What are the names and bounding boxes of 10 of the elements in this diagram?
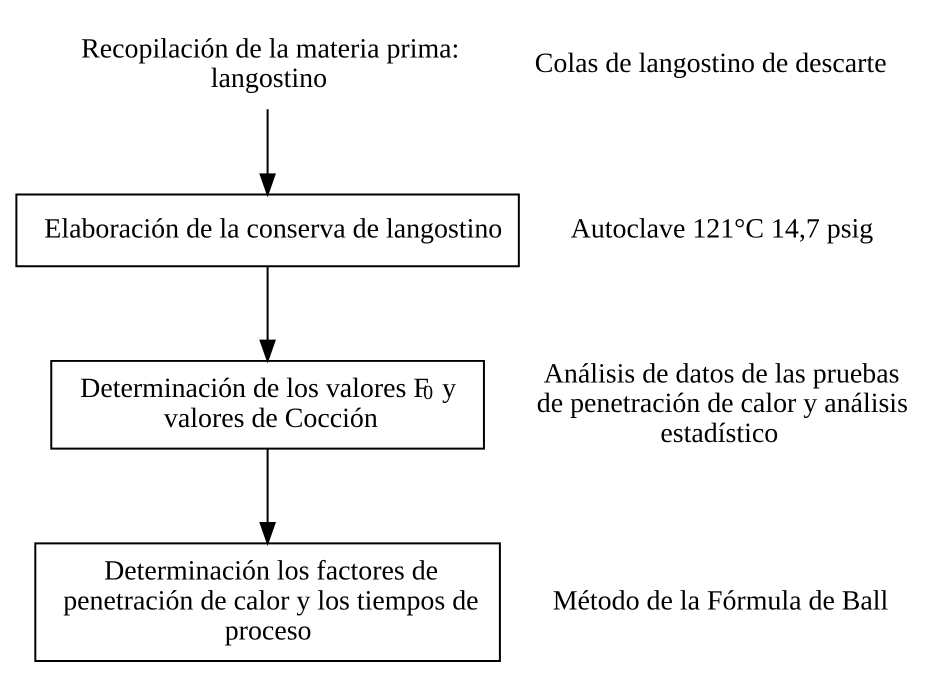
- node-box: Determinación los factores de penetración de calor y los tiempos de proceso: [34, 542, 501, 662]
- node-box: Elaboración de la conserva de langostino: [15, 192, 520, 267]
- arrow: [259, 448, 276, 546]
- node-label: Colas de langostino de descarte: [534, 48, 887, 79]
- arrow: [259, 266, 276, 364]
- node-label: Autoclave 121°C 14,7 psig: [570, 213, 874, 244]
- node-label: Análisis de datos de las pruebas de penetración de calor y análisis estadístico: [536, 358, 908, 449]
- node-text: Recopilación de la materia prima: langostino: [81, 32, 460, 94]
- node-label: Método de la Fórmula de Ball: [552, 585, 888, 616]
- arrow: [259, 108, 276, 197]
